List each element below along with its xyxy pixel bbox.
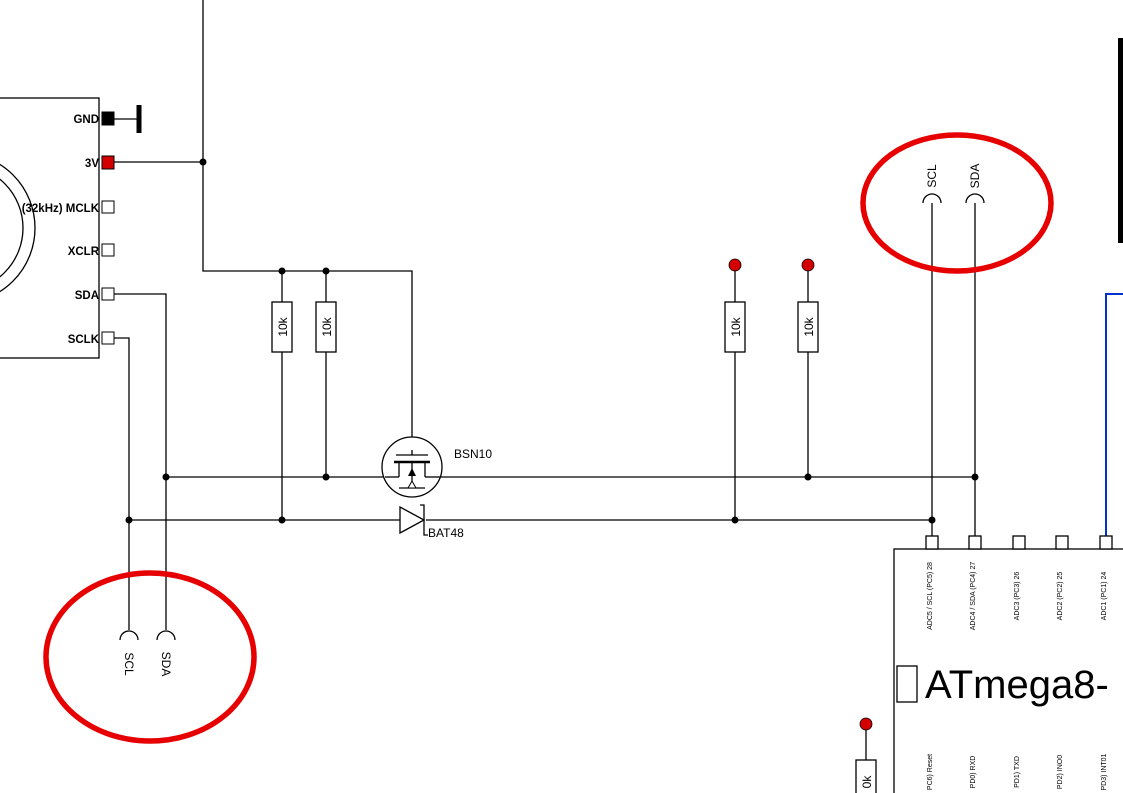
svg-text:10k: 10k (802, 316, 816, 336)
pin-label-sclk: SCLK (68, 334, 100, 346)
highlight-ellipse-bottom (43, 570, 257, 744)
pin-label-mclk: (32kHz) MCLK (22, 203, 100, 215)
mcu-pin-27: ADC4 / SDA (PC4) 27 (970, 562, 977, 631)
connector-bottom-left: SCL SDA (119, 630, 176, 677)
pin-label-xclr: XCLR (68, 246, 100, 258)
blue-bus-wire (1105, 293, 1123, 536)
mcu-marker (896, 665, 918, 703)
diode-bat48: BAT48 (399, 504, 464, 540)
mosfet-bsn10: BSN10 (381, 436, 492, 498)
resistor-r4: 10k (797, 301, 819, 353)
pin-gnd-square (101, 111, 115, 126)
resistor-r3: 10k (724, 301, 746, 353)
pin-3v-square (101, 155, 115, 170)
sensor-module-body (0, 97, 100, 359)
highlight-ellipse-top (860, 132, 1054, 274)
pin-label-gnd: GND (73, 114, 99, 126)
mcu-pin-int01: PD3) INT01 (1101, 753, 1108, 790)
mcu-title: ATmega8- (925, 663, 1109, 707)
connector-sda-arc (965, 193, 985, 204)
connector-top-scl-label: SCL (925, 164, 939, 188)
wires (114, 0, 1123, 760)
mcu-pin-rxd: PD0) RXD (970, 756, 977, 789)
mosfet-label: BSN10 (454, 447, 492, 461)
power-dot-r3 (728, 258, 742, 272)
power-dot-r4 (801, 258, 815, 272)
connector-scl-arc (922, 193, 942, 204)
mcu-atmega8: ATmega8- ADC5 / SCL (PC5) 28 ADC4 / SDA … (893, 535, 1123, 793)
pin-mclk-square (101, 200, 115, 214)
resistor-r1: 10k (271, 301, 293, 353)
right-edge-bar (1118, 38, 1123, 243)
mcu-pin-25: ADC2 (PC2) 25 (1057, 572, 1064, 621)
pin-label-sda: SDA (75, 290, 99, 302)
connector-bottom-sda-label: SDA (159, 652, 173, 677)
power-dot-r5 (859, 717, 873, 731)
connector-bottom-scl-label: SCL (122, 652, 136, 676)
resistor-r2: 10k (315, 301, 337, 353)
connector-top-right: SCL SDA (922, 164, 985, 204)
pin-sda-square (101, 287, 115, 301)
mcu-pin-24: ADC1 (PC1) 24 (1101, 572, 1108, 621)
diode-label: BAT48 (428, 526, 464, 540)
mcu-pin-txd: PD1) TXD (1014, 756, 1021, 788)
sensor-inner-ring (0, 178, 24, 278)
junctions (125, 158, 979, 524)
connector-top-sda-label: SDA (968, 164, 982, 189)
mcu-pin-ino0: PD2) INO0 (1057, 755, 1064, 789)
sensor-module: GND 3V (32kHz) MCLK XCLR SDA SCLK (0, 97, 142, 359)
svg-text:10k: 10k (320, 316, 334, 336)
svg-text:10k: 10k (729, 316, 743, 336)
svg-text:10k: 10k (276, 316, 290, 336)
svg-text:0k: 0k (860, 775, 874, 789)
pin-label-3v: 3V (85, 158, 99, 170)
pin-sclk-square (101, 331, 115, 345)
resistor-r5: 0k (855, 759, 877, 793)
mcu-body (893, 548, 1123, 793)
mcu-pin-26: ADC3 (PC3) 26 (1014, 572, 1021, 621)
mcu-pin-28: ADC5 / SCL (PC5) 28 (927, 562, 934, 630)
sensor-outer-ring (0, 163, 36, 293)
mcu-pin-reset: PC6) Reset (927, 754, 934, 790)
pin-xclr-square (101, 243, 115, 257)
